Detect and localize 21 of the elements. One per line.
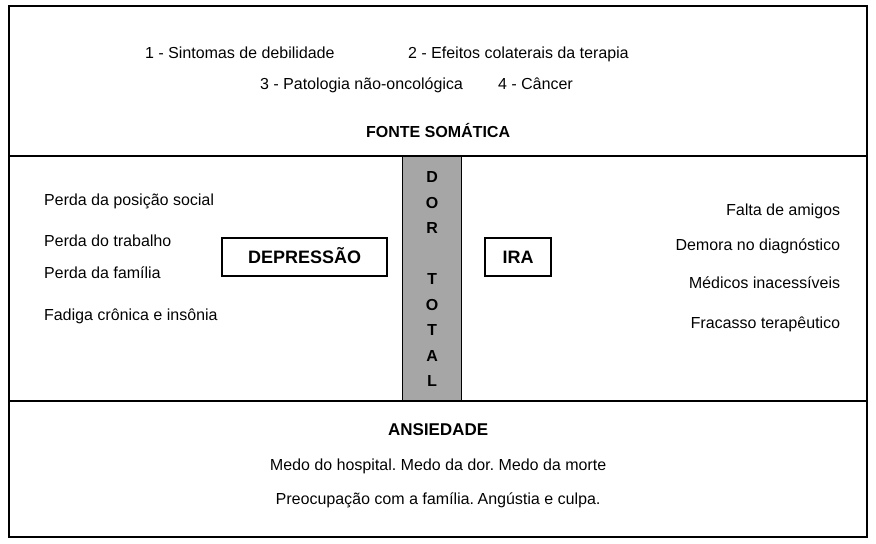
list-item: Perda do trabalho [44,233,172,251]
section-heading: ANSIEDADE [386,420,490,440]
list-item: 1 - Sintomas de debilidade [145,45,334,63]
list-item: Falta de amigos [726,202,840,220]
diagram-frame [8,5,868,538]
label-box: DEPRESSÃO [221,237,388,277]
description-text: Medo do hospital. Medo da dor. Medo da morte [268,457,608,475]
section-heading: FONTE SOMÁTICA [365,124,511,142]
list-item: 3 - Patologia não-oncológica [260,76,463,94]
vertical-label: DOR TOTAL [424,168,440,392]
list-item: 4 - Câncer [498,76,573,94]
label-box: IRA [484,237,552,277]
list-item: Perda da posição social [44,192,214,210]
list-item: 2 - Efeitos colaterais da terapia [408,45,629,63]
vertical-bar [402,157,462,400]
list-item: Perda da família [44,265,161,283]
list-item: Médicos inacessíveis [688,275,840,293]
list-item: Fracasso terapêutico [690,315,840,333]
description-text: Preocupação com a família. Angústia e culpa. [274,491,602,509]
list-item: Fadiga crônica e insônia [44,307,218,325]
list-item: Demora no diagnóstico [675,237,840,255]
